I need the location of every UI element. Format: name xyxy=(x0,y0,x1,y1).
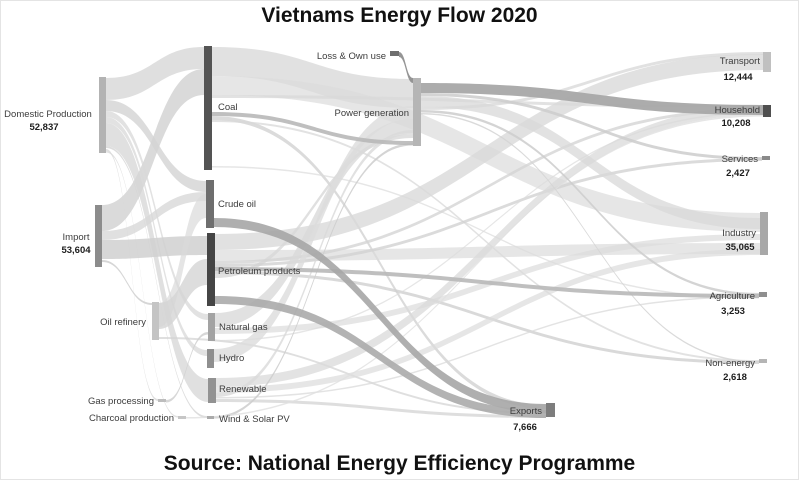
node-label-coal: Coal xyxy=(218,102,238,113)
flow-petroleum-products--household xyxy=(215,108,763,264)
node-charcoal-production xyxy=(178,416,186,419)
flow-import--crude-oil xyxy=(102,192,206,240)
flow-coal--power-generation xyxy=(212,47,413,108)
node-coal xyxy=(204,46,212,170)
node-label-oil-refinery: Oil refinery xyxy=(100,317,146,328)
flow-renewable--agriculture xyxy=(216,296,759,399)
node-import xyxy=(95,205,102,267)
node-oil-refinery xyxy=(152,302,159,340)
flow-natural-gas--power-generation xyxy=(215,119,413,327)
node-label-industry: Industry xyxy=(722,228,756,239)
flow-hydro--power-generation xyxy=(214,106,413,362)
node-label-exports: Exports xyxy=(510,406,542,417)
node-value-household: 10,208 xyxy=(721,118,750,129)
node-label-non-energy: Non-energy xyxy=(705,358,755,369)
node-domestic-production xyxy=(99,77,106,153)
node-label-gas-processing: Gas processing xyxy=(88,396,154,407)
node-power-generation xyxy=(413,78,421,146)
node-label-power-generation: Power generation xyxy=(335,108,409,119)
node-exports xyxy=(546,403,555,417)
node-label-household: Household xyxy=(715,105,760,116)
node-petroleum-products xyxy=(207,233,215,306)
node-value-domestic-production: 52,837 xyxy=(29,122,58,133)
flow-power-generation--non-energy xyxy=(421,113,759,363)
node-renewable xyxy=(208,378,216,403)
node-agriculture xyxy=(759,292,767,297)
node-non-energy xyxy=(759,359,767,363)
node-label-petroleum-products: Petroleum products xyxy=(218,266,301,277)
flow-domestic-production--charcoal-production xyxy=(106,151,178,418)
node-label-hydro: Hydro xyxy=(219,353,244,364)
node-label-transport: Transport xyxy=(720,56,761,67)
node-household xyxy=(763,105,771,117)
node-value-non-energy: 2,618 xyxy=(723,372,747,383)
flow-gas-processing--natural-gas xyxy=(166,332,208,403)
flow-natural-gas--household xyxy=(215,112,763,342)
node-value-exports: 7,666 xyxy=(513,422,537,433)
node-label-charcoal-production: Charcoal production xyxy=(89,413,174,424)
node-wind-solar-pv xyxy=(207,416,214,419)
node-label-wind-solar-pv: Wind & Solar PV xyxy=(219,414,290,425)
flow-power-generation--household xyxy=(421,83,763,115)
flow-import--oil-refinery xyxy=(102,260,152,305)
chart-title: Vietnams Energy Flow 2020 xyxy=(261,4,538,27)
flow-domestic-production--coal xyxy=(106,47,204,100)
node-industry xyxy=(760,212,768,255)
flow-power-generation--agriculture xyxy=(421,110,759,296)
flow-power-generation--loss-own-use xyxy=(399,52,413,83)
node-crude-oil xyxy=(206,180,214,228)
flow-power-generation--industry xyxy=(421,96,760,229)
flow-renewable--power-generation xyxy=(216,130,413,397)
flow-crude-oil--oil-refinery xyxy=(159,194,206,327)
flow-renewable--industry xyxy=(216,249,760,393)
flow-import--petroleum-products xyxy=(102,236,207,259)
flow-coal--agriculture xyxy=(212,166,759,299)
node-value-services: 2,427 xyxy=(726,168,750,179)
node-label-loss-own-use: Loss & Own use xyxy=(317,51,386,62)
flow-renewable--household xyxy=(216,106,763,387)
node-value-agriculture: 3,253 xyxy=(721,306,745,317)
flow-petroleum-products--services xyxy=(215,158,762,267)
flow-domestic-production--gas-processing xyxy=(106,149,158,401)
flow-coal--non-energy xyxy=(212,120,759,362)
flow-charcoal-production--household xyxy=(186,115,763,419)
node-transport xyxy=(763,52,771,72)
flow-domestic-production--renewable xyxy=(106,123,208,402)
node-label-domestic-production: Domestic Production xyxy=(4,109,92,120)
node-label-import: Import xyxy=(63,232,90,243)
flow-domestic-production--wind-solar-pv xyxy=(106,146,207,418)
flow-coal--exports xyxy=(212,116,547,409)
node-services xyxy=(762,156,770,160)
node-value-import: 53,604 xyxy=(61,245,91,256)
node-label-renewable: Renewable xyxy=(219,384,267,395)
flow-power-generation--services xyxy=(421,93,762,160)
node-label-natural-gas: Natural gas xyxy=(219,322,268,333)
flow-oil-refinery--petroleum-products xyxy=(159,259,207,329)
node-value-industry: 35,065 xyxy=(725,242,755,253)
flow-petroleum-products--non-energy xyxy=(215,271,759,364)
node-loss-own-use xyxy=(390,51,399,56)
flow-wind-solar-pv--power-generation xyxy=(214,143,413,419)
node-natural-gas xyxy=(208,313,215,341)
flow-domestic-production--crude-oil xyxy=(106,100,206,192)
flow-power-generation--transport xyxy=(421,52,763,110)
flow-petroleum-products--exports xyxy=(215,296,546,418)
flow-coal--power-generation-lower xyxy=(212,112,413,145)
flow-import--coal xyxy=(102,69,204,231)
flow-renewable--exports xyxy=(216,399,546,418)
flow-petroleum-products--transport xyxy=(215,54,763,250)
node-value-transport: 12,444 xyxy=(723,72,753,83)
flow-crude-oil--exports xyxy=(214,218,546,413)
source-note: Source: National Energy Efficiency Progr… xyxy=(163,452,636,475)
node-label-services: Services xyxy=(722,154,759,165)
node-label-crude-oil: Crude oil xyxy=(218,199,256,210)
flow-domestic-production--hydro xyxy=(106,117,207,356)
node-label-agriculture: Agriculture xyxy=(710,291,755,302)
flow-petroleum-products--agriculture xyxy=(215,267,759,298)
flow-petroleum-products--power-generation xyxy=(215,134,413,278)
node-hydro xyxy=(207,349,214,368)
node-gas-processing xyxy=(158,399,166,402)
